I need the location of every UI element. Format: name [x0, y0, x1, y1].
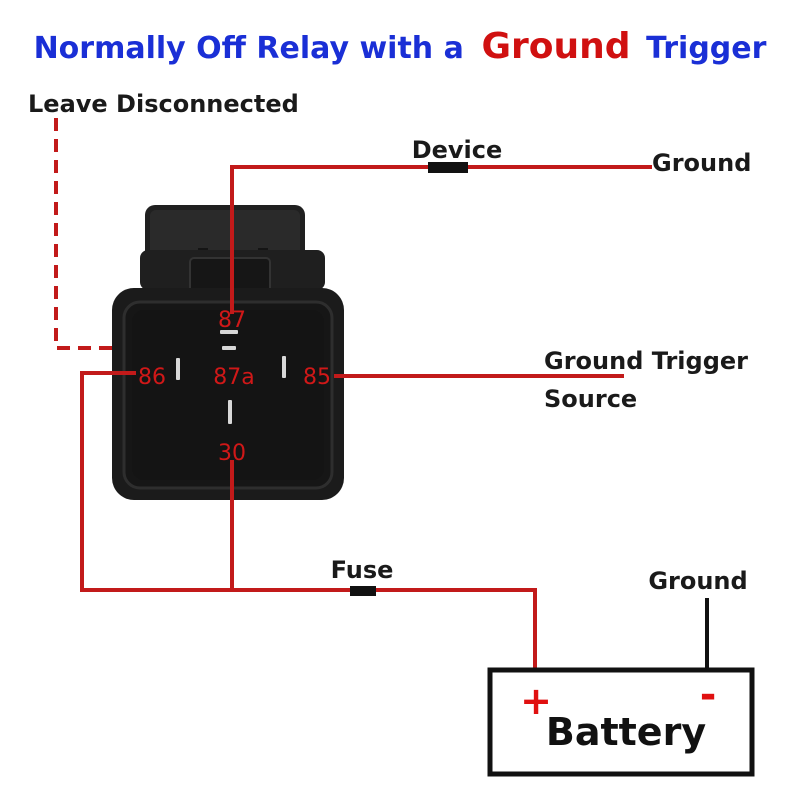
pin-86-label: 86	[138, 365, 166, 390]
pin-85-label: 85	[303, 365, 331, 390]
fuse-label: Fuse	[331, 556, 394, 584]
blade-87	[220, 330, 238, 334]
blade-85	[282, 356, 286, 378]
wire-86-to-fuse	[80, 371, 234, 592]
battery-label: Battery	[546, 710, 706, 754]
wire-87-to-device	[230, 165, 652, 314]
title-part-1: Normally Off Relay with a	[34, 31, 464, 66]
title-part-2: Ground	[481, 26, 630, 67]
blade-87a	[222, 346, 236, 350]
pin-30-label: 30	[218, 441, 246, 466]
blade-86	[176, 358, 180, 380]
relay-pin-blades	[176, 330, 286, 424]
title-part-3: Trigger	[646, 31, 767, 66]
device-component	[428, 162, 468, 173]
leave-disconnected-label: Leave Disconnected	[28, 90, 299, 118]
pin-87a-label: 87a	[213, 365, 254, 390]
battery-plus-sign: +	[520, 679, 552, 723]
ground-trigger-label-line2: Source	[544, 385, 637, 413]
battery-box	[487, 667, 755, 777]
fuse-component	[350, 586, 376, 596]
wire-30-to-fuse	[230, 460, 537, 670]
device-label: Device	[412, 136, 503, 164]
relay-body	[112, 205, 344, 500]
pin-87-label: 87	[218, 308, 246, 333]
ground-battery-label: Ground	[648, 567, 747, 595]
battery-minus-sign: -	[700, 672, 717, 718]
wire-87a-dashed	[54, 118, 220, 358]
diagram-title: Normally Off Relay with a Ground Trigger	[34, 26, 767, 67]
blade-30	[228, 400, 232, 424]
ground-trigger-label-line1: Ground Trigger	[544, 347, 748, 375]
ground-top-label: Ground	[652, 149, 751, 177]
red-wires	[80, 165, 652, 670]
